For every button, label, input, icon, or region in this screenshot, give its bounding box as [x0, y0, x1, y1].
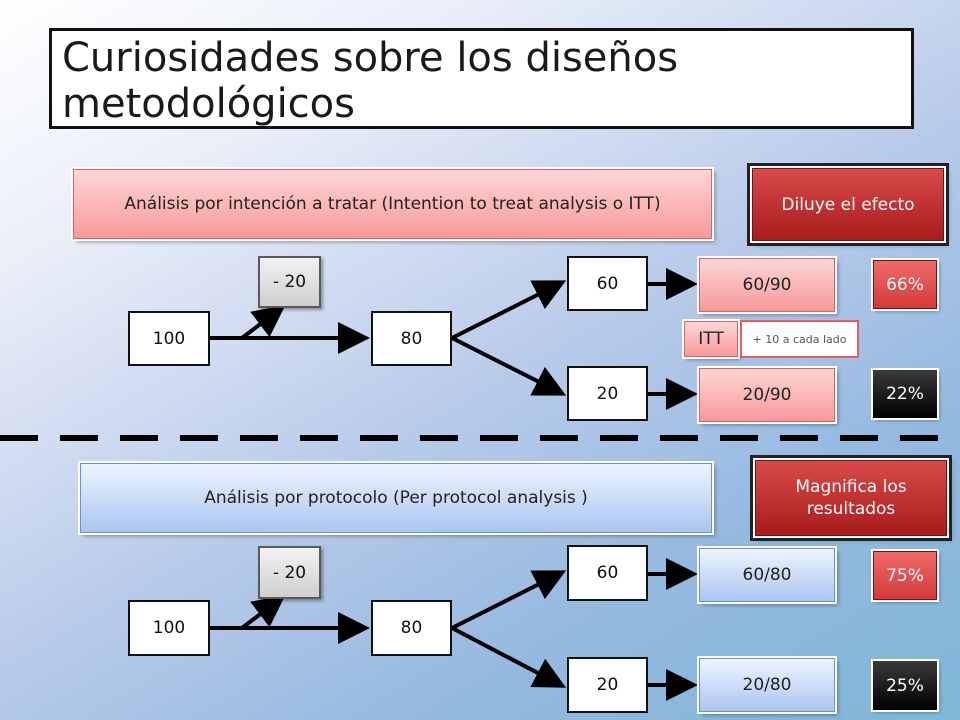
itt-label-box: ITT [684, 321, 738, 357]
arrow-pp-mid-to-top [451, 570, 567, 630]
pp-bottom-branch-box: 20 [567, 657, 648, 713]
itt-note: + 10 a cada lado [740, 320, 859, 358]
pp-effect-badge: Magnifica los resultados [755, 460, 947, 536]
itt-top-percent: 66% [873, 260, 937, 309]
itt-effect-badge: Diluye el efecto [752, 168, 944, 241]
itt-bottom-percent: 22% [873, 370, 937, 418]
arrow-pp-mid-to-bottom [451, 626, 567, 688]
itt-header: Análisis por intención a tratar (Intenti… [73, 169, 712, 239]
pp-header: Análisis por protocolo (Per protocol ana… [80, 463, 712, 533]
arrow-itt-to-loss [240, 305, 286, 340]
itt-bottom-fraction: 20/90 [699, 368, 835, 422]
arrow-itt-mid-to-bottom [451, 336, 567, 396]
itt-mid-box: 80 [371, 311, 452, 366]
pp-top-branch-box: 60 [567, 545, 648, 601]
pp-bottom-percent: 25% [873, 661, 937, 710]
pp-loss-box: - 20 [258, 546, 321, 599]
itt-start-box: 100 [128, 311, 210, 366]
pp-start-box: 100 [128, 600, 210, 656]
arrow-itt-mid-to-top [451, 280, 567, 340]
pp-top-percent: 75% [873, 551, 937, 600]
slide-title: Curiosidades sobre los diseños metodológ… [49, 28, 914, 129]
pp-top-fraction: 60/80 [699, 548, 835, 602]
itt-top-branch-box: 60 [567, 256, 648, 311]
itt-top-fraction: 60/90 [699, 258, 835, 312]
itt-bottom-branch-box: 20 [567, 366, 648, 421]
pp-bottom-fraction: 20/80 [699, 658, 835, 712]
pp-mid-box: 80 [371, 600, 452, 656]
arrow-pp-to-loss [240, 595, 286, 630]
itt-loss-box: - 20 [258, 256, 321, 308]
